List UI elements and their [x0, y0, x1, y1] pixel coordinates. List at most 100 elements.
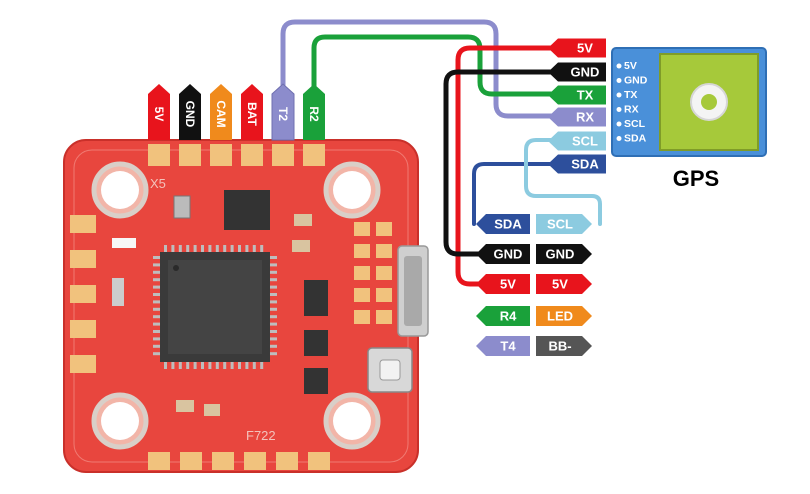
gps-tag-scl: SCL	[548, 131, 606, 151]
wire-5v	[455, 45, 563, 287]
mcu-chip	[160, 252, 270, 362]
gps-title: GPS	[673, 166, 719, 191]
gps-pin-label: RX	[624, 104, 639, 116]
fc-tag-right-label: GND	[546, 247, 575, 262]
fc-tag-left-shape	[476, 214, 530, 234]
top-pin-label: R2	[307, 106, 321, 122]
gps-module: 5V GND TX RX SCL SDA GPS	[611, 47, 767, 191]
gps-antenna-core	[701, 94, 717, 110]
top-pin-label: BAT	[245, 102, 259, 126]
mount-hole-top-right	[323, 161, 381, 219]
gps-pin-label: TX	[624, 89, 637, 101]
top-pin-t2: T2	[271, 83, 295, 141]
mosfet-chip	[304, 330, 328, 356]
gps-pin-dot	[616, 107, 622, 112]
fc-row: T4 BB-	[476, 336, 592, 356]
fc-tag-left-label: GND	[494, 247, 523, 262]
top-pin-labels: 5V GND CAM BAT T2 R2	[148, 83, 325, 141]
boot-button	[367, 347, 413, 393]
top-pin-r2: R2	[303, 84, 325, 140]
fc-row: 5V 5V	[476, 274, 592, 294]
fc-tag-right-label: SCL	[547, 217, 573, 232]
capacitor	[176, 400, 194, 412]
gps-tag-label: RX	[576, 110, 594, 125]
gps-pin-dot	[616, 78, 622, 83]
top-pin-label: GND	[183, 101, 197, 128]
gps-pin-dot	[616, 136, 622, 141]
top-pin-label: 5V	[152, 107, 166, 122]
gps-tag-5v: 5V	[548, 38, 606, 58]
fc-tag-left-shape	[476, 244, 530, 264]
wire-gnd	[443, 69, 563, 257]
usb-connector	[397, 245, 429, 337]
wire-sda	[472, 162, 562, 226]
capacitor	[204, 404, 220, 416]
crystal	[112, 278, 124, 306]
gps-pin-label: SCL	[624, 118, 646, 130]
fc-tag-left-label: 5V	[500, 277, 516, 292]
transistor-chip	[304, 368, 328, 394]
fc-row: SDA SCL	[476, 214, 592, 234]
left-motor-pads	[70, 215, 96, 373]
fc-tag-right-label: BB-	[548, 339, 571, 354]
gps-pin-label: SDA	[624, 133, 647, 145]
wire-scl	[524, 138, 602, 226]
led-strip	[112, 238, 136, 248]
gps-pin-dot	[616, 92, 622, 98]
capacitor	[294, 214, 312, 226]
gps-tag-label: SCL	[572, 134, 598, 149]
gps-pin-label: GND	[624, 75, 648, 87]
fc-tag-right-shape	[536, 306, 592, 326]
top-pin-cam: CAM	[210, 84, 232, 140]
gps-cable-tags: 5V GND TX RX SCL SDA	[548, 38, 606, 174]
fc-tag-left-label: SDA	[494, 217, 522, 232]
gps-pin-label: 5V	[624, 60, 637, 72]
top-pin-label: CAM	[214, 100, 228, 127]
right-pad-grid	[354, 222, 392, 324]
gps-tag-label: 5V	[577, 41, 593, 56]
fc-tag-right-shape	[536, 214, 592, 234]
gps-pin-dot	[616, 121, 622, 127]
top-solder-pads	[148, 144, 325, 166]
capacitor	[292, 240, 310, 252]
gps-tag-label: TX	[577, 88, 594, 103]
mcu-pins	[153, 245, 277, 369]
mount-hole-bottom-right	[323, 392, 381, 450]
gps-tag-sda: SDA	[548, 154, 606, 174]
flight-controller-board: X5 F722	[63, 139, 429, 473]
fc-tag-right-shape	[536, 244, 592, 264]
gyro-chip	[224, 190, 270, 230]
top-pin-bat: BAT	[241, 84, 263, 140]
fc-tag-left-label: R4	[500, 309, 517, 324]
mount-hole-top-left	[91, 161, 149, 219]
fc-row: R4 LED	[476, 306, 592, 326]
regulator-chip	[304, 280, 328, 316]
top-pin-gnd: GND	[179, 84, 201, 140]
fc-tag-left-shape	[476, 336, 530, 356]
fc-tag-right-shape	[536, 274, 592, 294]
gps-tag-tx: TX	[548, 85, 606, 105]
fc-tag-right-shape	[536, 336, 592, 356]
fc-row: GND GND	[476, 244, 592, 264]
fc-tag-right-label: LED	[547, 309, 573, 324]
bottom-solder-pads	[148, 452, 330, 470]
gps-pin-dot	[616, 63, 622, 69]
wire-t2-rx	[280, 19, 563, 119]
baro-chip	[173, 195, 191, 219]
gps-pin-list: 5V GND TX RX SCL SDA	[616, 60, 648, 145]
fc-port-tags: SDA SCL GND GND 5V 5V R4 LED T4 BB-	[476, 214, 592, 356]
silkscreen-x5: X5	[150, 176, 166, 191]
wires	[280, 19, 602, 287]
fc-tag-left-label: T4	[500, 339, 516, 354]
top-pin-5v: 5V	[148, 84, 170, 140]
fc-tag-left-shape	[476, 306, 530, 326]
silkscreen-model: F722	[246, 428, 276, 443]
gps-tag-label: SDA	[571, 157, 599, 172]
fc-tag-left-shape	[476, 274, 530, 294]
gps-tag-rx: RX	[548, 107, 606, 127]
fc-tag-right-label: 5V	[552, 277, 568, 292]
gps-tag-label: GND	[571, 65, 600, 80]
mount-hole-bottom-left	[91, 392, 149, 450]
